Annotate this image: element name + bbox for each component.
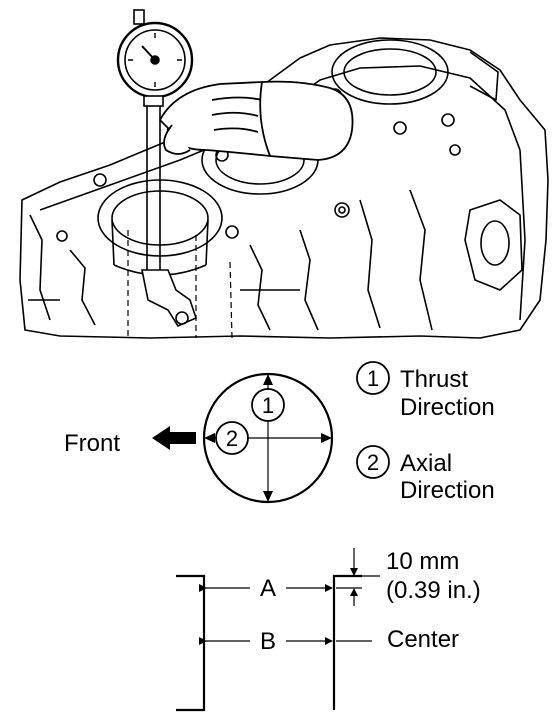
legend-2-circle bbox=[356, 445, 390, 479]
cylinder-section-diagram bbox=[176, 548, 380, 712]
section-labels: A B 10 mm (0.39 in.) Center bbox=[260, 548, 481, 655]
engine-block-illustration bbox=[19, 37, 549, 339]
marker-1-text: 1 bbox=[262, 393, 274, 418]
marker-2-circle bbox=[215, 421, 249, 455]
dial-bore-gauge bbox=[116, 9, 197, 328]
legend-1-num: 1 bbox=[367, 366, 379, 391]
legend-2-line1: Axial bbox=[400, 450, 452, 477]
legend-1-line1: Thrust bbox=[400, 366, 468, 393]
right-wall bbox=[332, 574, 362, 710]
marker-2-text: 2 bbox=[226, 426, 238, 451]
offset-label-line2: (0.39 in.) bbox=[386, 577, 481, 604]
label-a: A bbox=[260, 575, 276, 602]
offset-label-line1: 10 mm bbox=[386, 548, 459, 575]
left-wall bbox=[176, 574, 206, 712]
front-arrow bbox=[152, 426, 196, 450]
legend-2-num: 2 bbox=[367, 450, 379, 475]
hand bbox=[159, 80, 354, 161]
label-b: B bbox=[260, 628, 276, 655]
marker-1-circle bbox=[251, 388, 285, 422]
front-label: Front bbox=[64, 430, 120, 457]
legend-1-circle bbox=[356, 361, 390, 395]
legend-1-line2: Direction bbox=[400, 394, 495, 421]
legend-2-line2: Direction bbox=[400, 477, 495, 504]
circle-measurement-diagram: 1 2 Front bbox=[64, 372, 334, 504]
direction-legend: 1 Thrust Direction 2 Axial Direction bbox=[356, 361, 495, 504]
center-label: Center bbox=[387, 626, 459, 653]
